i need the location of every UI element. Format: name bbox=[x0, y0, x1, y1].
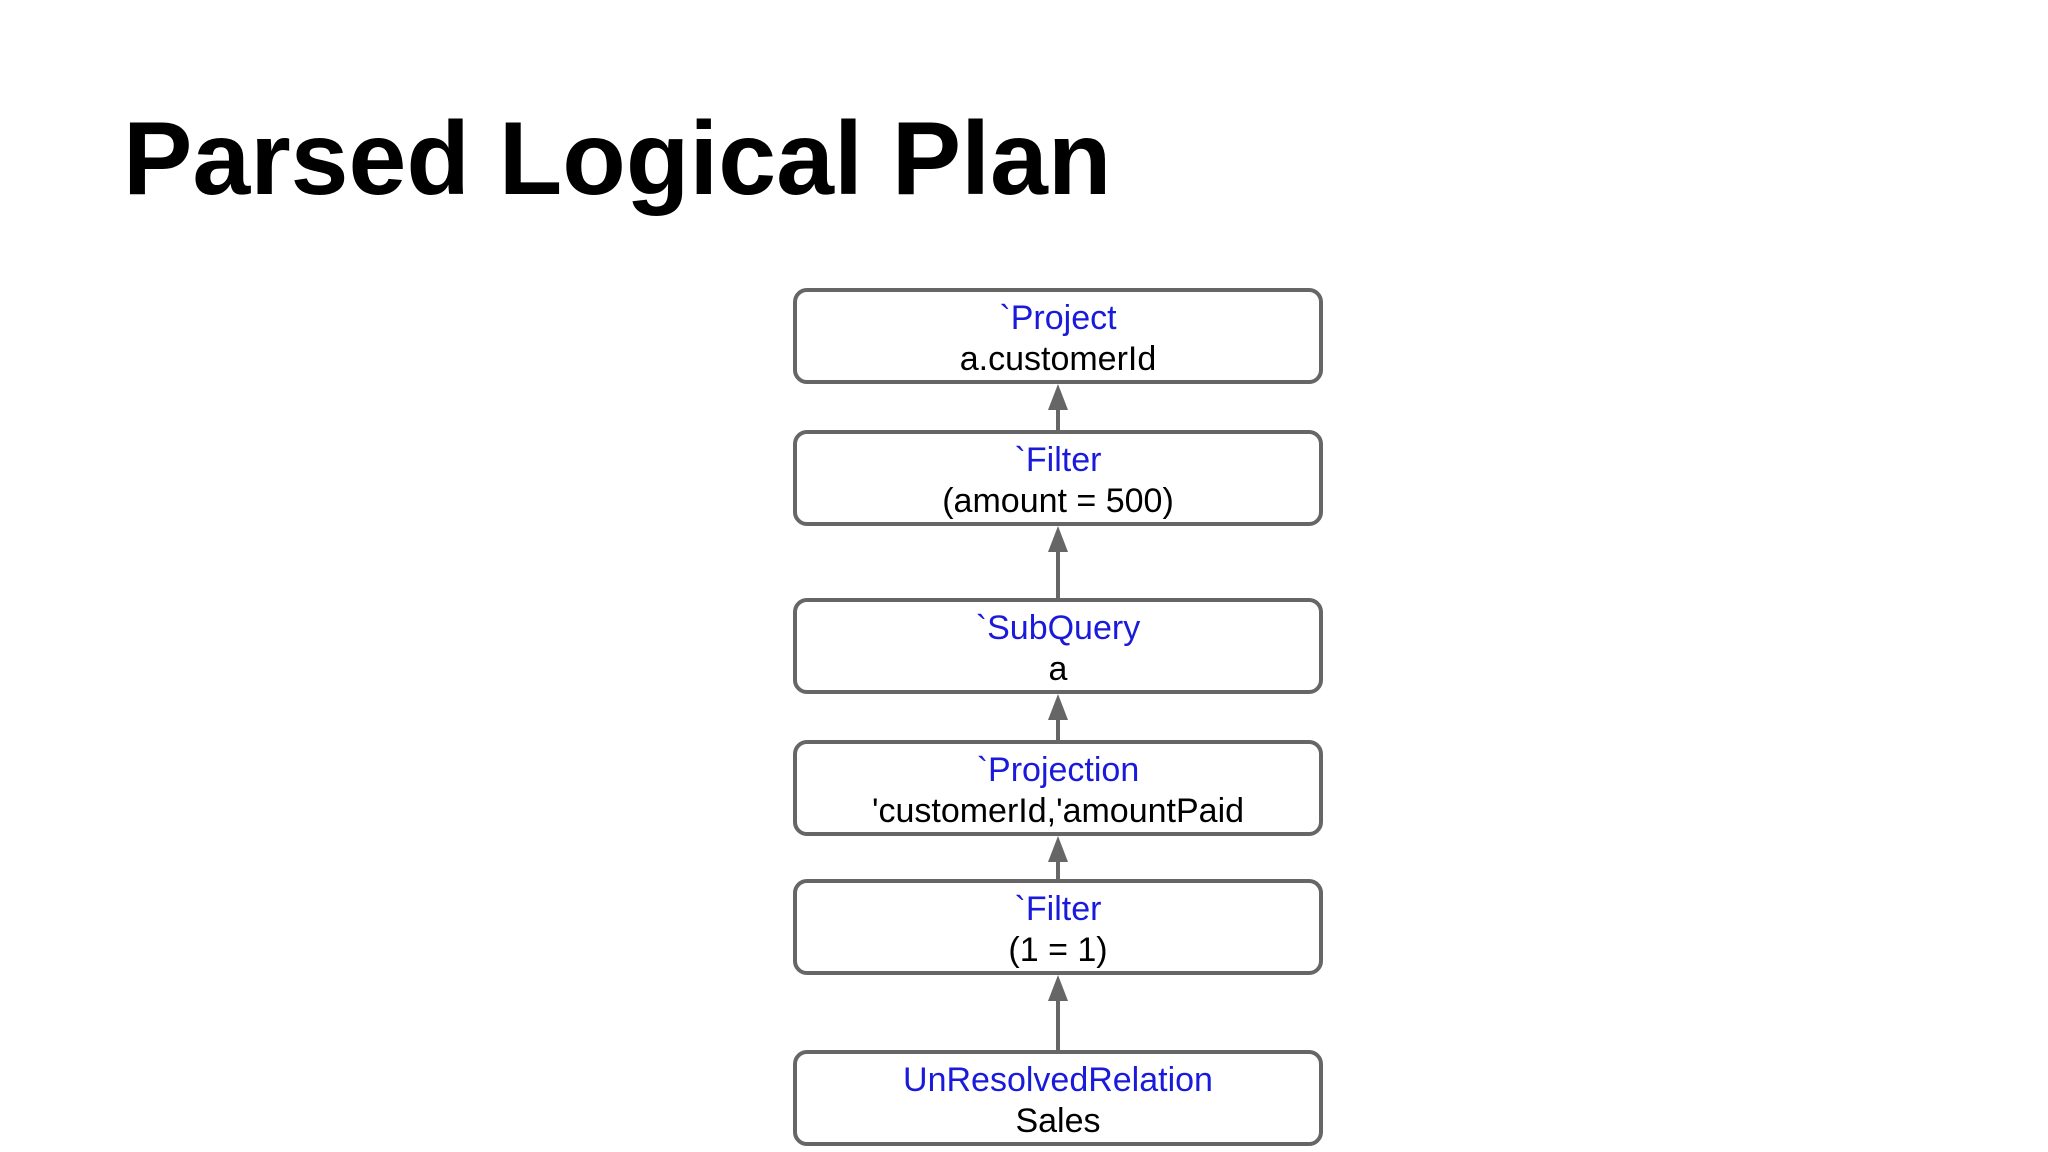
plan-node-argument: Sales bbox=[1015, 1102, 1100, 1140]
plan-node: `Projection'customerId,'amountPaid bbox=[793, 740, 1323, 836]
plan-edge-arrow bbox=[1048, 526, 1068, 598]
plan-node-box bbox=[793, 598, 1323, 694]
arrow-head bbox=[1048, 975, 1068, 1001]
page-title: Parsed Logical Plan bbox=[123, 101, 1112, 217]
plan-node-box bbox=[793, 740, 1323, 836]
plan-node-argument: (1 = 1) bbox=[1008, 931, 1107, 969]
plan-node-box bbox=[793, 879, 1323, 975]
plan-node-operator: `Projection bbox=[977, 751, 1140, 789]
plan-node: `Filter(1 = 1) bbox=[793, 879, 1323, 975]
arrow-head bbox=[1048, 836, 1068, 862]
plan-node-argument: a.customerId bbox=[960, 340, 1157, 378]
plan-node-box bbox=[793, 1050, 1323, 1146]
plan-edge-arrow bbox=[1048, 384, 1068, 430]
plan-edge-arrow bbox=[1048, 975, 1068, 1050]
plan-node-argument: (amount = 500) bbox=[942, 482, 1174, 520]
plan-node-operator: `SubQuery bbox=[976, 609, 1140, 647]
plan-edges bbox=[1048, 384, 1068, 1050]
plan-node-box bbox=[793, 288, 1323, 384]
plan-node-box bbox=[793, 430, 1323, 526]
plan-edge-arrow bbox=[1048, 836, 1068, 879]
plan-node-operator: `Filter bbox=[1015, 441, 1102, 479]
plan-node-operator: UnResolvedRelation bbox=[903, 1061, 1213, 1099]
arrow-head bbox=[1048, 694, 1068, 720]
plan-node-argument: a bbox=[1049, 650, 1068, 688]
plan-node: `Filter(amount = 500) bbox=[793, 430, 1323, 526]
arrow-head bbox=[1048, 384, 1068, 410]
plan-edge-arrow bbox=[1048, 694, 1068, 740]
plan-node-operator: `Project bbox=[999, 299, 1117, 337]
plan-node-operator: `Filter bbox=[1015, 890, 1102, 928]
arrow-head bbox=[1048, 526, 1068, 552]
plan-node-argument: 'customerId,'amountPaid bbox=[872, 792, 1244, 830]
